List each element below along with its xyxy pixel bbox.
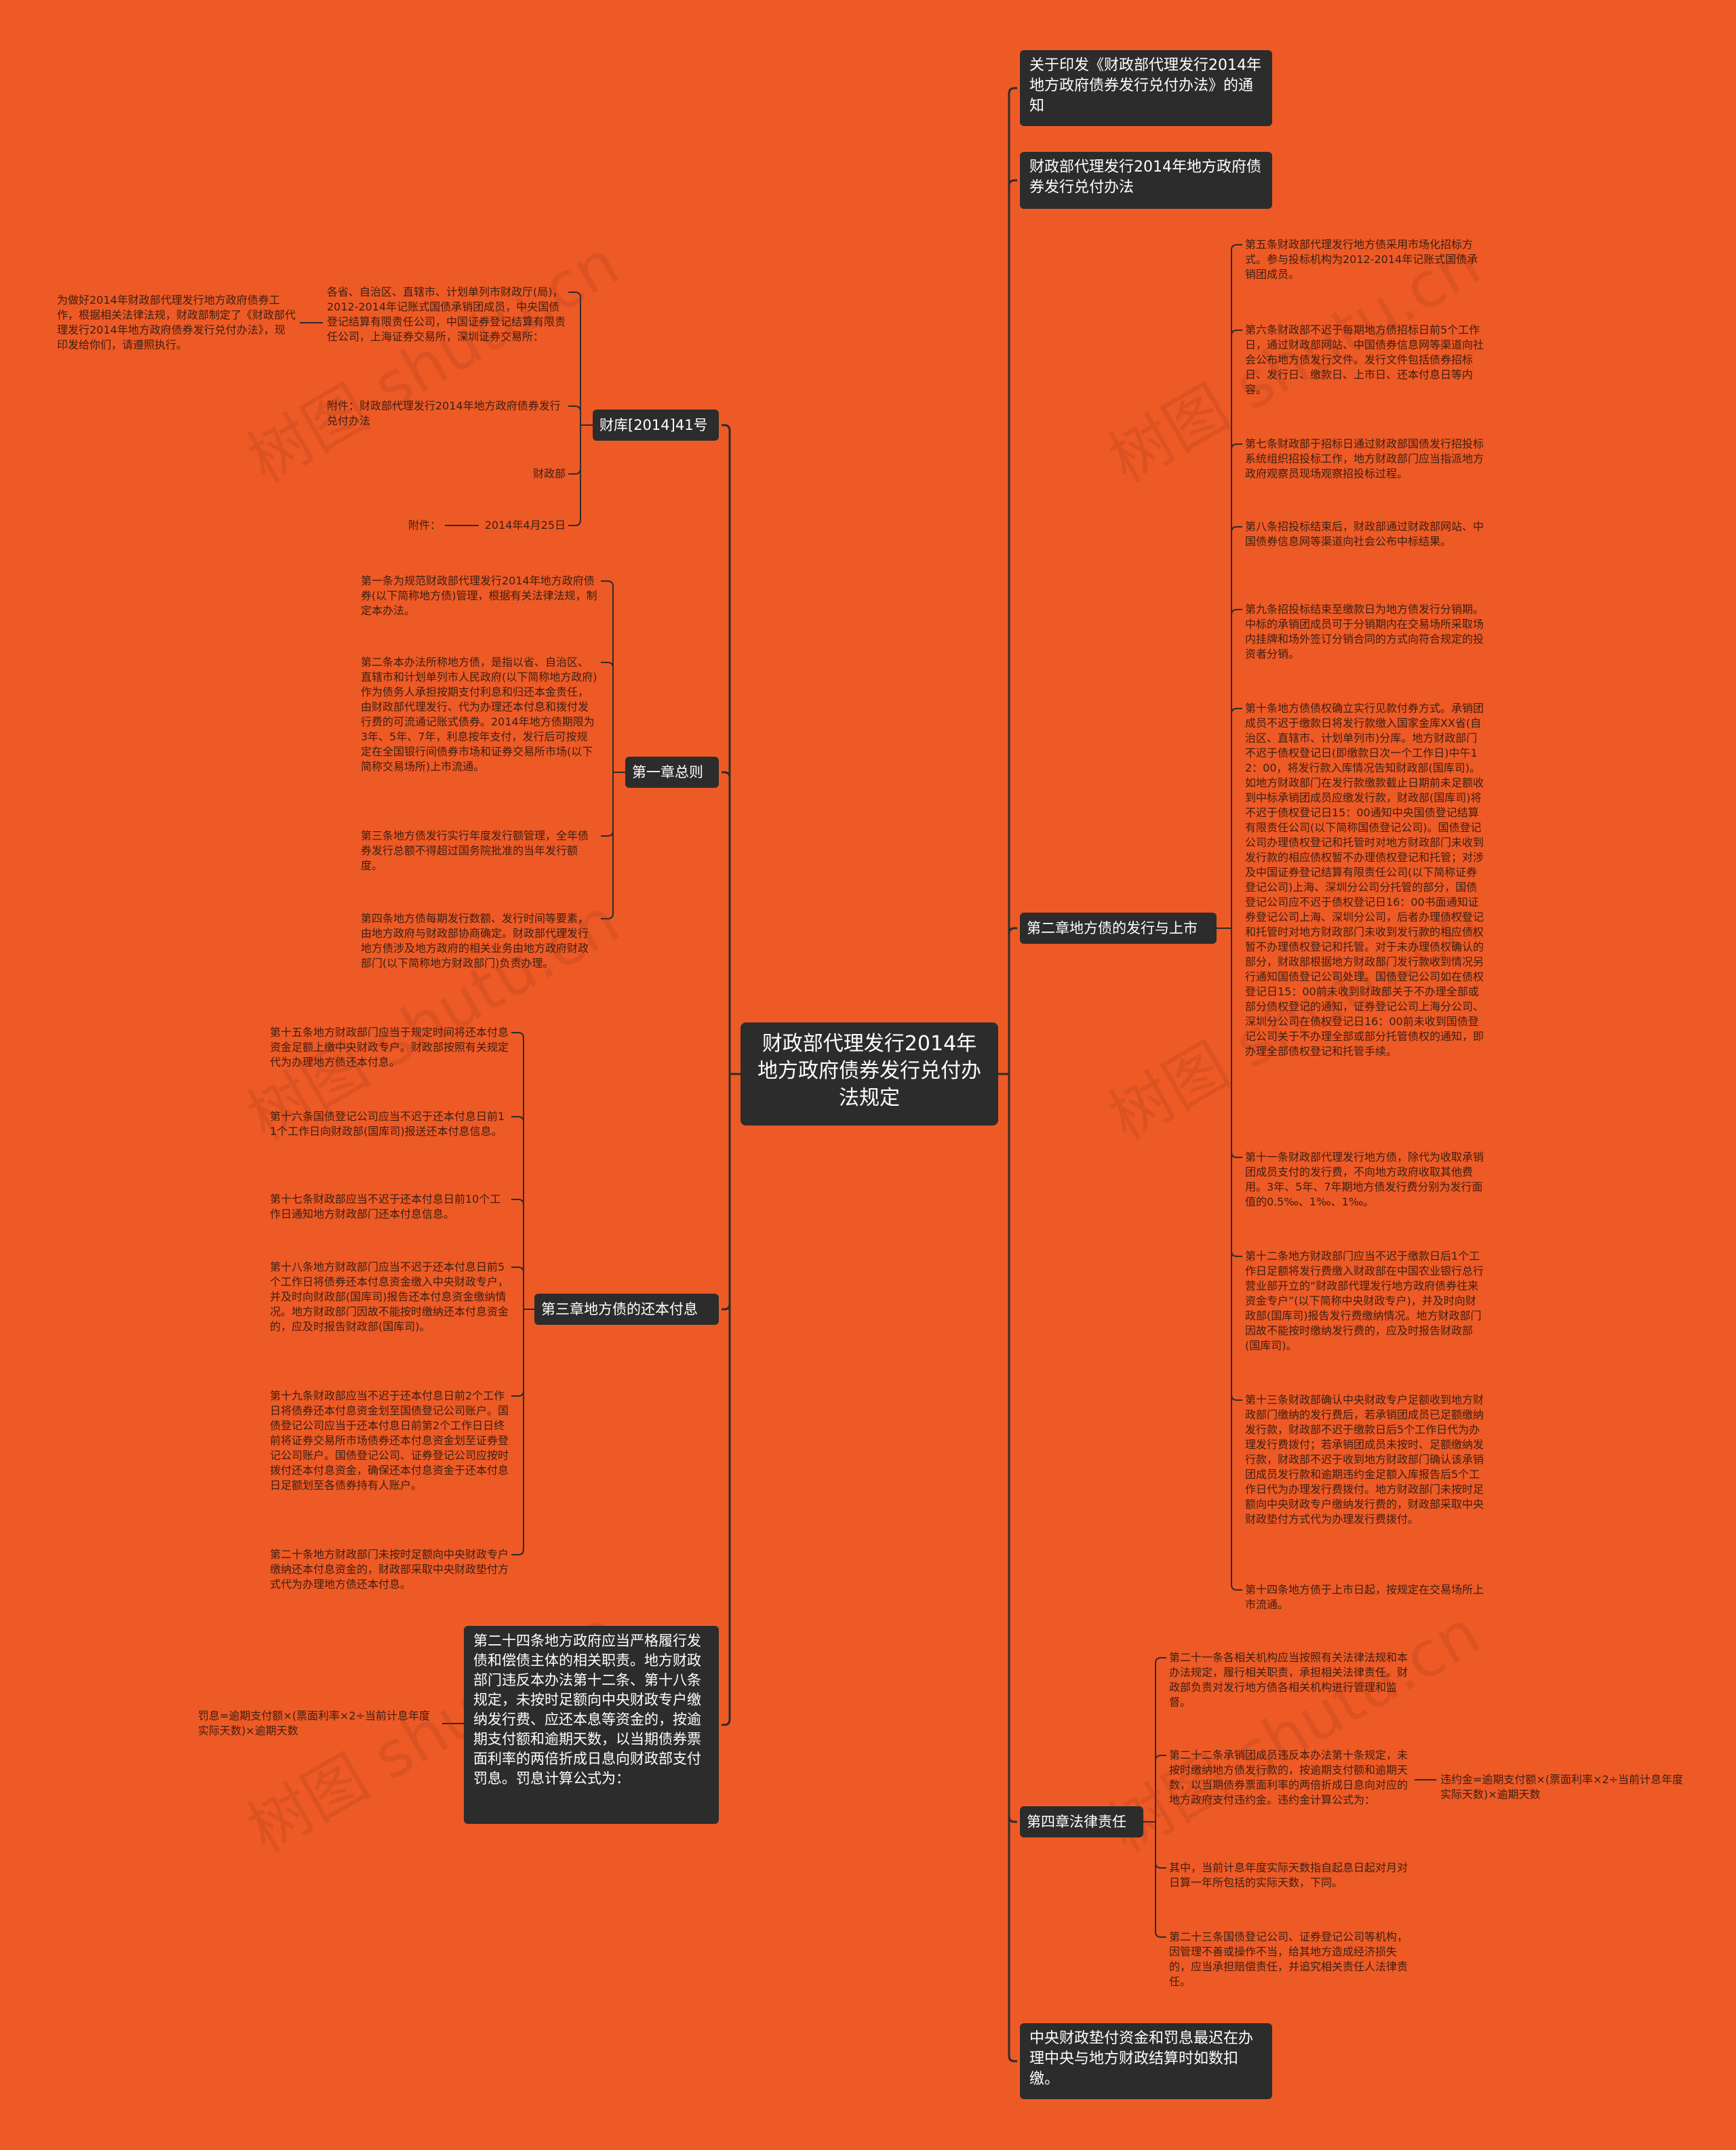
- connector-line: [568, 292, 581, 298]
- connector-line: [1231, 1151, 1242, 1158]
- caiku-item: 附件：财政部代理发行2014年地方政府债券发行兑付办法: [327, 399, 561, 427]
- connector-line: [1231, 443, 1242, 450]
- topic-chapter-4[interactable]: 第四章法律责任: [1020, 1806, 1143, 1837]
- connector-line: [601, 830, 614, 837]
- connector-line: [722, 1303, 731, 1311]
- connector-line: [511, 1199, 524, 1206]
- caiku-item: 各省、自治区、直辖市、计划单列市财政厅(局)，2012-2014年记账式国债承销…: [327, 285, 566, 343]
- chapter-2-item: 第十条地方债债权确立实行见款付券方式。承销团成员不迟于缴款日将发行款缴入国家金库…: [1245, 702, 1484, 1058]
- chapter-1-item: 第三条地方债发行实行年度发行额管理，全年债券发行总额不得超过国务院批准的当年发行…: [361, 829, 589, 872]
- connector-line: [1231, 708, 1242, 715]
- connector-line: [1231, 526, 1242, 533]
- chapter-2-item: 第十二条地方财政部门应当不迟于缴款日后1个工作日足额将发行费缴入财政部在中国农业…: [1245, 1250, 1484, 1352]
- chapter-2-item: 第七条财政部于招标日通过财政部国债发行招投标系统组织招投标工作，地方财政部门应当…: [1245, 437, 1484, 480]
- chapter-2-item: 第九条招投标结束至缴款日为地方债发行分销期。中标的承销团成员可于分销期内在交易场…: [1245, 603, 1484, 660]
- topic-measures[interactable]: 财政部代理发行2014年地方政府债券发行兑付办法: [1020, 152, 1272, 209]
- connector-line: [568, 405, 581, 412]
- caiku-item: 2014年4月25日: [484, 519, 566, 532]
- connector-line: [568, 468, 581, 475]
- caiku-item: 财政部: [532, 467, 566, 480]
- penalty-formula: 违约金=逾期支付额×(票面利率×2÷当前计息年度实际天数)×逾期天数: [1440, 1773, 1684, 1801]
- connector-line: [1008, 927, 1017, 934]
- connector-line: [511, 1116, 524, 1123]
- topic-chapter-1[interactable]: 第一章总则: [625, 757, 719, 788]
- chapter-3-item: 第二十条地方财政部门未按时足额向中央财政专户缴纳还本付息资金的，财政部采取中央财…: [270, 1548, 509, 1591]
- connector-line: [1231, 1250, 1242, 1257]
- connector-line: [601, 662, 614, 669]
- fine-formula: 罚息=逾期支付额×(票面利率×2÷当前计息年度实际天数)×逾期天数: [198, 1709, 431, 1737]
- topic-deduction[interactable]: 中央财政垫付资金和罚息最迟在办理中央与地方财政结算时如数扣缴。: [1020, 2023, 1272, 2099]
- topic-article-24[interactable]: 第二十四条地方政府应当严格履行发债和偿债主体的相关职责。地方财政部门违反本办法第…: [464, 1626, 719, 1824]
- connector-line: [601, 580, 614, 587]
- attachment-label: 附件：: [408, 519, 441, 532]
- connector-line: [1231, 1584, 1242, 1591]
- connector-line: [601, 913, 614, 919]
- connector-line: [722, 771, 731, 778]
- connector-line: [511, 1549, 524, 1555]
- chapter-2-item: 第六条财政部不迟于每期地方债招标日前5个工作日，通过财政部网站、中国债券信息网等…: [1245, 323, 1484, 396]
- chapter-2-item: 第五条财政部代理发行地方债采用市场化招标方式。参与投标机构为2012-2014年…: [1245, 238, 1478, 281]
- connector-line: [568, 519, 581, 526]
- connector-line: [1231, 330, 1242, 336]
- chapter-1-item: 第一条为规范财政部代理发行2014年地方政府债券(以下简称地方债)管理，根据有关…: [361, 574, 597, 617]
- chapter-4-item: 其中，当前计息年度实际天数指自起息日起对月对日算一年所包括的实际天数，下同。: [1169, 1861, 1408, 1889]
- chapter-4-item: 第二十二条承销团成员违反本办法第十条规定，未按时缴纳地方债发行款的，按逾期支付额…: [1169, 1749, 1408, 1806]
- chapter-2-item: 第十一条财政部代理发行地方债，除代为收取承销团成员支付的发行费，不向地方政府收取…: [1245, 1151, 1484, 1208]
- chapter-3-item: 第十九条财政部应当不迟于还本付息日前2个工作日将债券还本付息资金划至国债登记公司…: [270, 1389, 509, 1492]
- root-topic[interactable]: 财政部代理发行2014年地方政府债券发行兑付办法规定: [741, 1022, 998, 1126]
- connector-line: [1231, 1394, 1242, 1401]
- chapter-4-item: 第二十三条国债登记公司、证券登记公司等机构，因管理不善或操作不当，给其地方造成经…: [1169, 1930, 1408, 1988]
- connector-line: [1231, 244, 1242, 251]
- chapter-1-item: 第二条本办法所称地方债，是指以省、自治区、直辖市和计划单列市人民政府(以下简称地…: [361, 656, 597, 773]
- chapter-1-item: 第四条地方债每期发行数额、发行时间等要素，由地方政府与财政部协商确定。财政部代理…: [361, 912, 589, 970]
- caiku-preface: 为做好2014年财政部代理发行地方政府债券工作，根据相关法律法规，财政部制定了《…: [57, 294, 296, 351]
- topic-chapter-3[interactable]: 第三章地方债的还本付息: [534, 1294, 719, 1325]
- chapter-3-item: 第十八条地方财政部门应当不迟于还本付息日前5个工作日将债券还本付息资金缴入中央财…: [270, 1260, 509, 1333]
- connector-line: [511, 1267, 524, 1273]
- connector-line: [511, 1390, 524, 1397]
- connector-line: [1155, 1931, 1166, 1938]
- chapter-2-item: 第十三条财政部确认中央财政专户足额收到地方财政部门缴纳的发行费后，若承销团成员已…: [1245, 1393, 1484, 1526]
- connector-line: [1155, 1755, 1166, 1761]
- topic-notice[interactable]: 关于印发《财政部代理发行2014年地方政府债券发行兑付办法》的通知: [1020, 50, 1272, 126]
- chapter-3-item: 第十六条国债登记公司应当不迟于还本付息日前11个工作日向财政部(国库司)报送还本…: [270, 1110, 505, 1138]
- connector-line: [722, 1719, 731, 1726]
- chapter-4-item: 第二十一条各相关机构应当按照有关法律法规和本办法规定，履行相关职责，承担相关法律…: [1169, 1651, 1408, 1709]
- connector-line: [1008, 179, 1017, 186]
- connector-line: [1008, 1816, 1017, 1823]
- topic-chapter-2[interactable]: 第二章地方债的发行与上市: [1020, 913, 1217, 944]
- connector-line: [1008, 2055, 1017, 2063]
- chapter-3-item: 第十七条财政部应当不迟于还本付息日前10个工作日通知地方财政部门还本付息信息。: [270, 1193, 501, 1220]
- connector-line: [722, 424, 731, 431]
- chapter-3-item: 第十五条地方财政部门应当于规定时间将还本付息资金足额上缴中央财政专户。财政部按照…: [270, 1026, 509, 1069]
- chapter-2-item: 第十四条地方债于上市日起，按规定在交易场所上市流通。: [1245, 1583, 1484, 1611]
- connector-line: [1155, 1657, 1166, 1664]
- connector-line: [1008, 87, 1017, 94]
- connector-line: [1231, 609, 1242, 616]
- connector-line: [511, 1032, 524, 1039]
- connector-line: [1155, 1862, 1166, 1869]
- chapter-2-item: 第八条招投标结束后，财政部通过财政部网站、中国债券信息网等渠道向社会公布中标结果…: [1245, 520, 1484, 548]
- topic-caiku-41[interactable]: 财库[2014]41号: [593, 410, 719, 441]
